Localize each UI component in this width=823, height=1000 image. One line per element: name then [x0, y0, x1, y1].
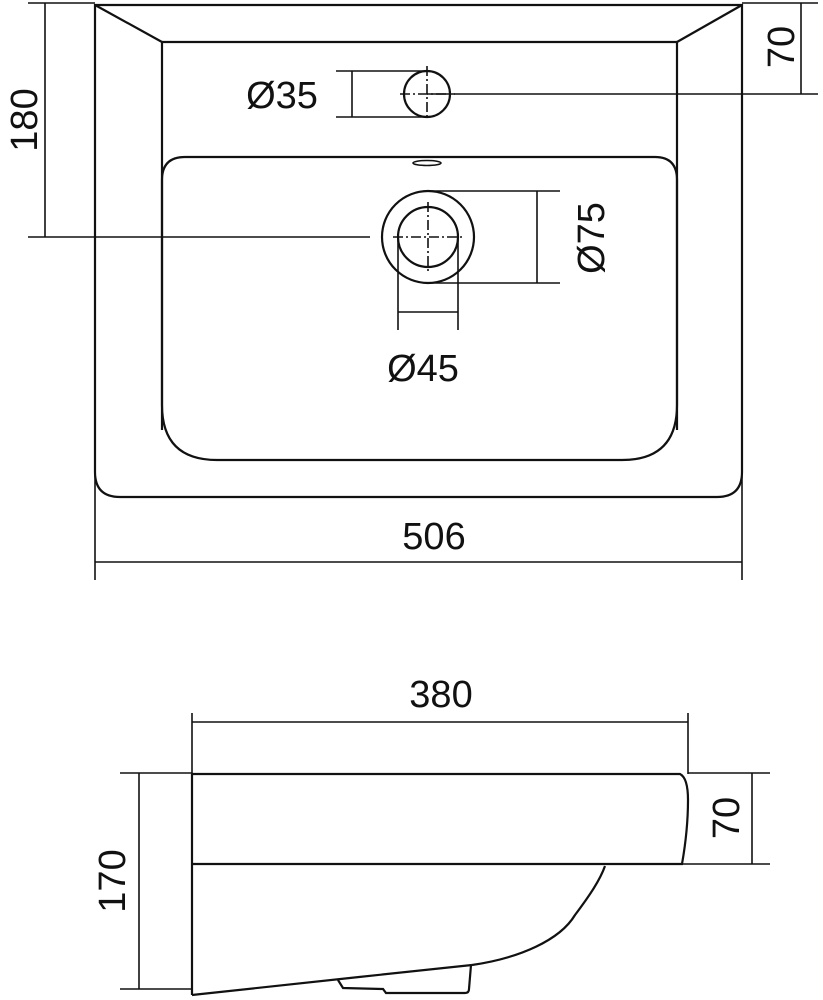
dim-label-70-top: 70 [761, 26, 803, 68]
side-view-dimensions: 380 170 70 [92, 674, 770, 990]
dim-label-70-side: 70 [706, 797, 748, 839]
dim-label-170: 170 [92, 849, 134, 912]
rim-chamfer-right [676, 4, 743, 43]
side-drain-outlet [337, 964, 473, 995]
dim-label-380: 380 [409, 674, 472, 716]
dim-label-180: 180 [4, 88, 46, 151]
side-view [190, 772, 690, 997]
dim-label-d35: Ø35 [246, 75, 318, 117]
dim-label-506: 506 [402, 516, 465, 558]
side-bowl-bottom [191, 963, 473, 997]
top-view-dimensions: 180 70 Ø35 Ø75 Ø45 506 [4, 2, 818, 580]
dim-label-d75: Ø75 [571, 202, 613, 274]
dim-label-d45: Ø45 [387, 348, 459, 390]
side-rim [192, 772, 690, 866]
top-view [93, 3, 744, 499]
overflow-slot [412, 159, 442, 167]
basin-outer-contour [93, 3, 744, 499]
side-bowl-underside [471, 865, 607, 967]
rim-chamfer-left [94, 4, 163, 43]
bowl-contour [160, 155, 679, 462]
